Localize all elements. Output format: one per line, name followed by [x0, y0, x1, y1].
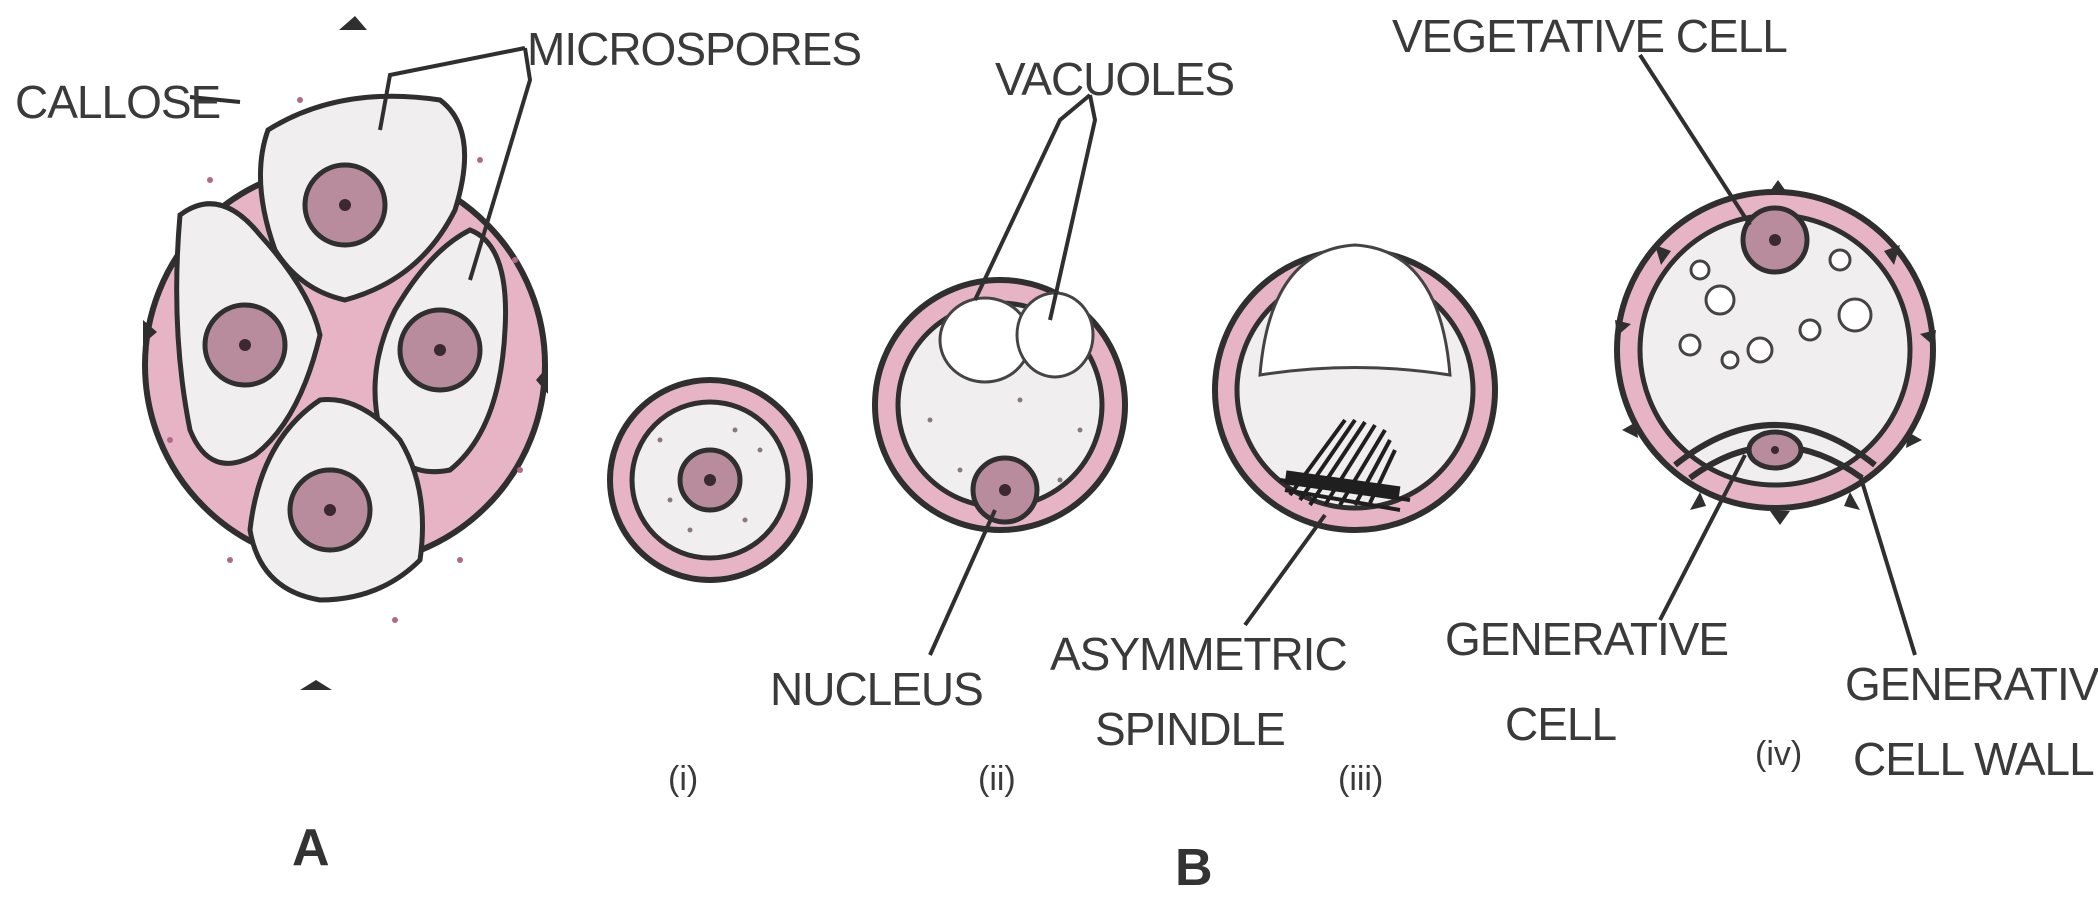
generative-cell-wall-pointer	[1860, 475, 1915, 655]
label-asymmetric: ASYMMETRIC	[1050, 628, 1347, 680]
label-generative-wall: GENERATIVE	[1845, 658, 2098, 710]
stage-label-i: (i)	[668, 760, 698, 798]
part-label-a: A	[292, 819, 330, 877]
label-vacuoles: VACUOLES	[995, 53, 1234, 105]
stage-i-microspore	[610, 380, 810, 580]
stage-label-iii: (iii)	[1338, 760, 1383, 798]
stage-label-ii: (ii)	[978, 760, 1016, 798]
stage-label-iv: (iv)	[1755, 735, 1802, 773]
label-callose: CALLOSE	[15, 76, 220, 128]
stage-iii-mitosis	[1215, 245, 1495, 530]
wall-knob	[339, 16, 367, 30]
vegetative-cell-pointer	[1640, 55, 1750, 225]
wall-knob	[300, 680, 332, 690]
label-nucleus: NUCLEUS	[770, 663, 983, 715]
spindle-pointer	[1245, 515, 1325, 625]
label-microspores: MICROSPORES	[527, 23, 861, 75]
label-spindle: SPINDLE	[1095, 703, 1285, 755]
stage-iv-bicellular-pollen	[1615, 180, 1936, 525]
label-cell-wall: CELL WALL	[1853, 733, 2094, 785]
vacuoles-pointer-1	[975, 95, 1090, 300]
nucleus-pointer	[930, 510, 995, 655]
label-vegetative-cell: VEGETATIVE CELL	[1392, 10, 1787, 62]
label-cell: CELL	[1505, 698, 1616, 750]
label-generative: GENERATIVE	[1445, 613, 1728, 665]
stage-ii-vacuolate	[875, 280, 1125, 530]
part-label-b: B	[1175, 839, 1213, 892]
